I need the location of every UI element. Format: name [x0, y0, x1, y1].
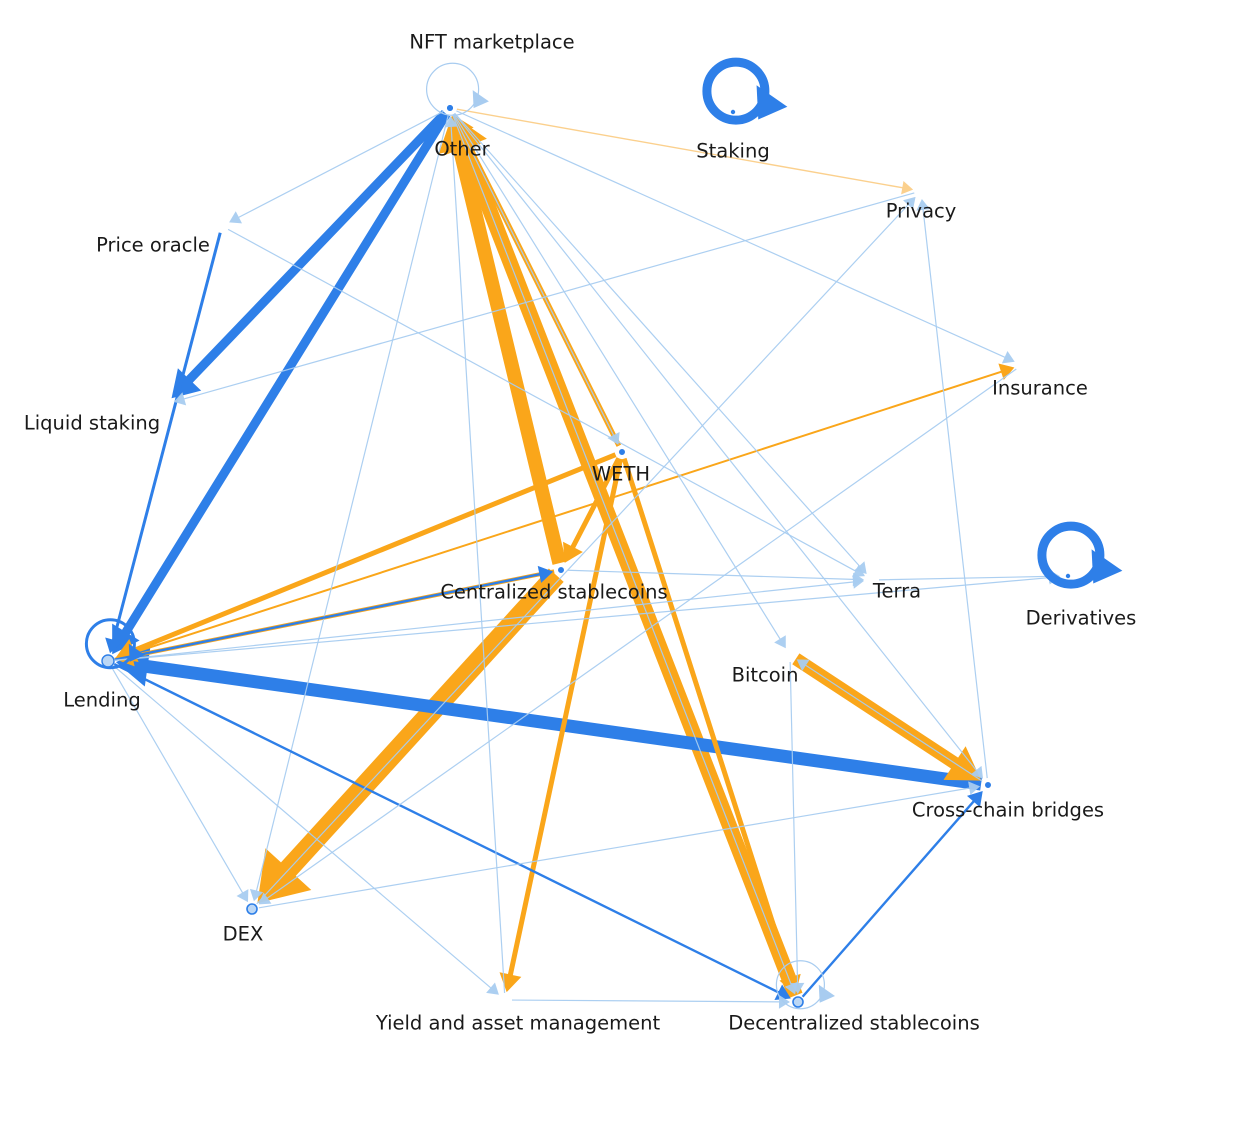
node-label-decentralized_stablecoins: Decentralized stablecoins — [728, 1012, 979, 1035]
graph-edge — [257, 568, 564, 904]
self-loop-arrowhead — [756, 85, 788, 120]
graph-node-dex[interactable] — [246, 903, 258, 915]
graph-node-centralized_stablecoins[interactable] — [558, 567, 565, 574]
self-loop-ring — [84, 618, 136, 670]
self-loops-layer — [84, 57, 1123, 1010]
self-loop-arrowhead — [818, 984, 835, 1003]
graph-node-derivatives[interactable] — [1065, 573, 1071, 579]
graph-edge — [796, 659, 983, 782]
graph-node-cross_chain_bridges[interactable] — [985, 782, 992, 789]
graph-edge — [453, 113, 984, 779]
graph-edge — [227, 228, 865, 577]
graph-edge — [112, 665, 499, 995]
graph-edge — [258, 781, 981, 909]
graph-edge — [621, 457, 801, 995]
node-label-liquid_staking: Liquid staking — [24, 412, 160, 435]
graph-edge — [115, 452, 617, 662]
graph-edge — [438, 115, 567, 565]
graph-edge — [112, 111, 451, 655]
graph-node-lending[interactable] — [101, 654, 115, 668]
graph-node-decentralized_stablecoins[interactable] — [792, 996, 804, 1008]
edges-layer — [105, 108, 1061, 1009]
graph-node-staking[interactable] — [730, 109, 736, 115]
node-label-lending: Lending — [63, 689, 140, 712]
graph-edge — [444, 115, 506, 994]
graph-edge — [114, 575, 865, 661]
node-label-cross_chain_bridges: Cross-chain bridges — [912, 799, 1104, 822]
node-label-dex: DEX — [223, 923, 264, 946]
graph-node-weth[interactable] — [619, 448, 626, 455]
graph-edge — [443, 115, 803, 999]
node-label-terra: Terra — [872, 580, 921, 603]
node-label-yield_asset_management: Yield and asset management — [375, 1012, 661, 1035]
self-loop-staking — [702, 57, 788, 125]
node-label-centralized_stablecoins: Centralized stablecoins — [440, 581, 667, 604]
graph-edge — [249, 114, 449, 902]
graph-edge — [456, 110, 1015, 364]
graph-edge — [792, 653, 982, 781]
nodes-layer — [101, 105, 1071, 1008]
node-label-other: Other — [434, 138, 490, 161]
graph-edge — [115, 646, 982, 791]
self-loop-ring — [426, 62, 480, 116]
self-loop-arrowhead — [472, 90, 489, 109]
graph-edge — [499, 458, 623, 993]
graph-edge — [173, 192, 915, 406]
graph-node-other[interactable] — [446, 105, 453, 112]
node-label-price_oracle: Price oracle — [96, 234, 210, 257]
graph-edge — [256, 196, 916, 905]
graph-edge — [258, 368, 1017, 905]
node-label-derivatives: Derivatives — [1026, 607, 1137, 630]
node-label-weth: WETH — [592, 463, 650, 486]
graph-edge — [456, 108, 914, 195]
graph-edge — [453, 113, 786, 649]
self-loop-ring — [1037, 521, 1105, 589]
self-loop-derivatives — [1037, 521, 1123, 589]
graph-edge — [567, 569, 864, 587]
graph-edge — [171, 109, 449, 399]
graph-edge — [789, 661, 805, 994]
graph-edge — [113, 663, 791, 1001]
self-loop-decentralized_stablecoins — [775, 960, 835, 1010]
graph-edge — [563, 457, 622, 563]
graph-edge — [916, 198, 988, 779]
graph-edge — [452, 113, 620, 445]
self-loop-arrowhead — [1091, 549, 1123, 584]
graph-edge — [114, 570, 1061, 661]
self-loop-ring — [702, 57, 770, 125]
self-loop-nft_marketplace — [426, 62, 489, 116]
graph-edge — [512, 995, 790, 1009]
graph-edge — [878, 569, 1060, 584]
node-label-nft_marketplace: NFT marketplace — [409, 31, 574, 54]
graph-edge — [454, 112, 867, 575]
graph-edge — [111, 666, 249, 903]
node-label-bitcoin: Bitcoin — [732, 664, 799, 687]
graph-edge — [229, 110, 445, 224]
node-label-staking: Staking — [696, 140, 769, 163]
graph-edge — [105, 232, 222, 654]
self-loop-ring — [775, 960, 826, 1010]
graph-edge — [114, 565, 554, 661]
node-label-insurance: Insurance — [992, 377, 1088, 400]
graph-edge — [801, 791, 983, 998]
graph-edge — [451, 114, 798, 995]
self-loop-arrowhead — [128, 643, 145, 662]
graph-edge — [114, 363, 1015, 660]
self-loop-lending — [84, 618, 145, 670]
node-label-privacy: Privacy — [886, 200, 957, 223]
